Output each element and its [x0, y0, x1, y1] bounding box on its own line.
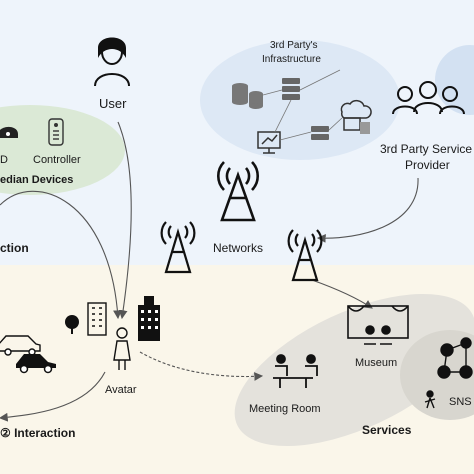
museum-label: Museum: [355, 357, 398, 369]
tower-icon: [217, 161, 259, 222]
server-icon: [282, 78, 329, 140]
infrastructure-links: [262, 69, 343, 141]
car-icon: [16, 354, 56, 374]
network-to-museum-arrow: [311, 279, 373, 309]
cloud-icon: [340, 100, 372, 134]
headset-icon: [0, 127, 18, 138]
sns-label: SNS: [449, 396, 472, 408]
provider-to-network-arrow: [316, 177, 419, 243]
infrastructure-label-line2: Infrastructure: [262, 54, 321, 65]
meeting-room-label: Meeting Room: [249, 403, 321, 415]
partial-right-ellipse: [435, 45, 474, 115]
user-to-avatar-arrow: [117, 121, 132, 320]
tower-icon: [160, 221, 196, 274]
device-d-label: D: [0, 154, 8, 166]
avatar-return-arrow: [0, 371, 106, 422]
device-group-ellipse: [0, 105, 125, 195]
avatar-to-meeting-arrow: [139, 351, 264, 381]
car-icon: [0, 335, 41, 356]
user-label: User: [99, 96, 127, 111]
museum-icon: [347, 305, 409, 345]
controller-label: Controller: [33, 154, 81, 166]
user-icon: [94, 37, 130, 87]
database-icon: [232, 83, 263, 109]
remote-controller-icon: [48, 118, 64, 146]
provider-label-line1: 3rd Party Service: [380, 142, 473, 156]
provider-label-line2: Provider: [405, 158, 450, 172]
interaction-fragment-label: ction: [0, 241, 29, 255]
median-devices-label: edian Devices: [0, 174, 74, 186]
avatar-icon: [113, 327, 131, 370]
building-icon: [87, 302, 107, 336]
avatar-label: Avatar: [105, 384, 137, 396]
sns-ellipse: [400, 330, 474, 420]
infrastructure-label-line1: 3rd Party's: [270, 40, 318, 51]
tree-icon: [65, 315, 79, 334]
building-icon: [138, 296, 160, 341]
services-ellipse: [234, 293, 474, 447]
interaction-label: ② Interaction: [0, 426, 76, 440]
social-network-icon: [424, 337, 473, 409]
devices-to-avatar-arrow: [0, 190, 122, 320]
people-group-icon: [392, 81, 465, 115]
networks-label: Networks: [213, 241, 264, 255]
meeting-table-icon: [273, 354, 318, 388]
tower-icon: [287, 229, 323, 282]
services-label: Services: [362, 423, 412, 437]
